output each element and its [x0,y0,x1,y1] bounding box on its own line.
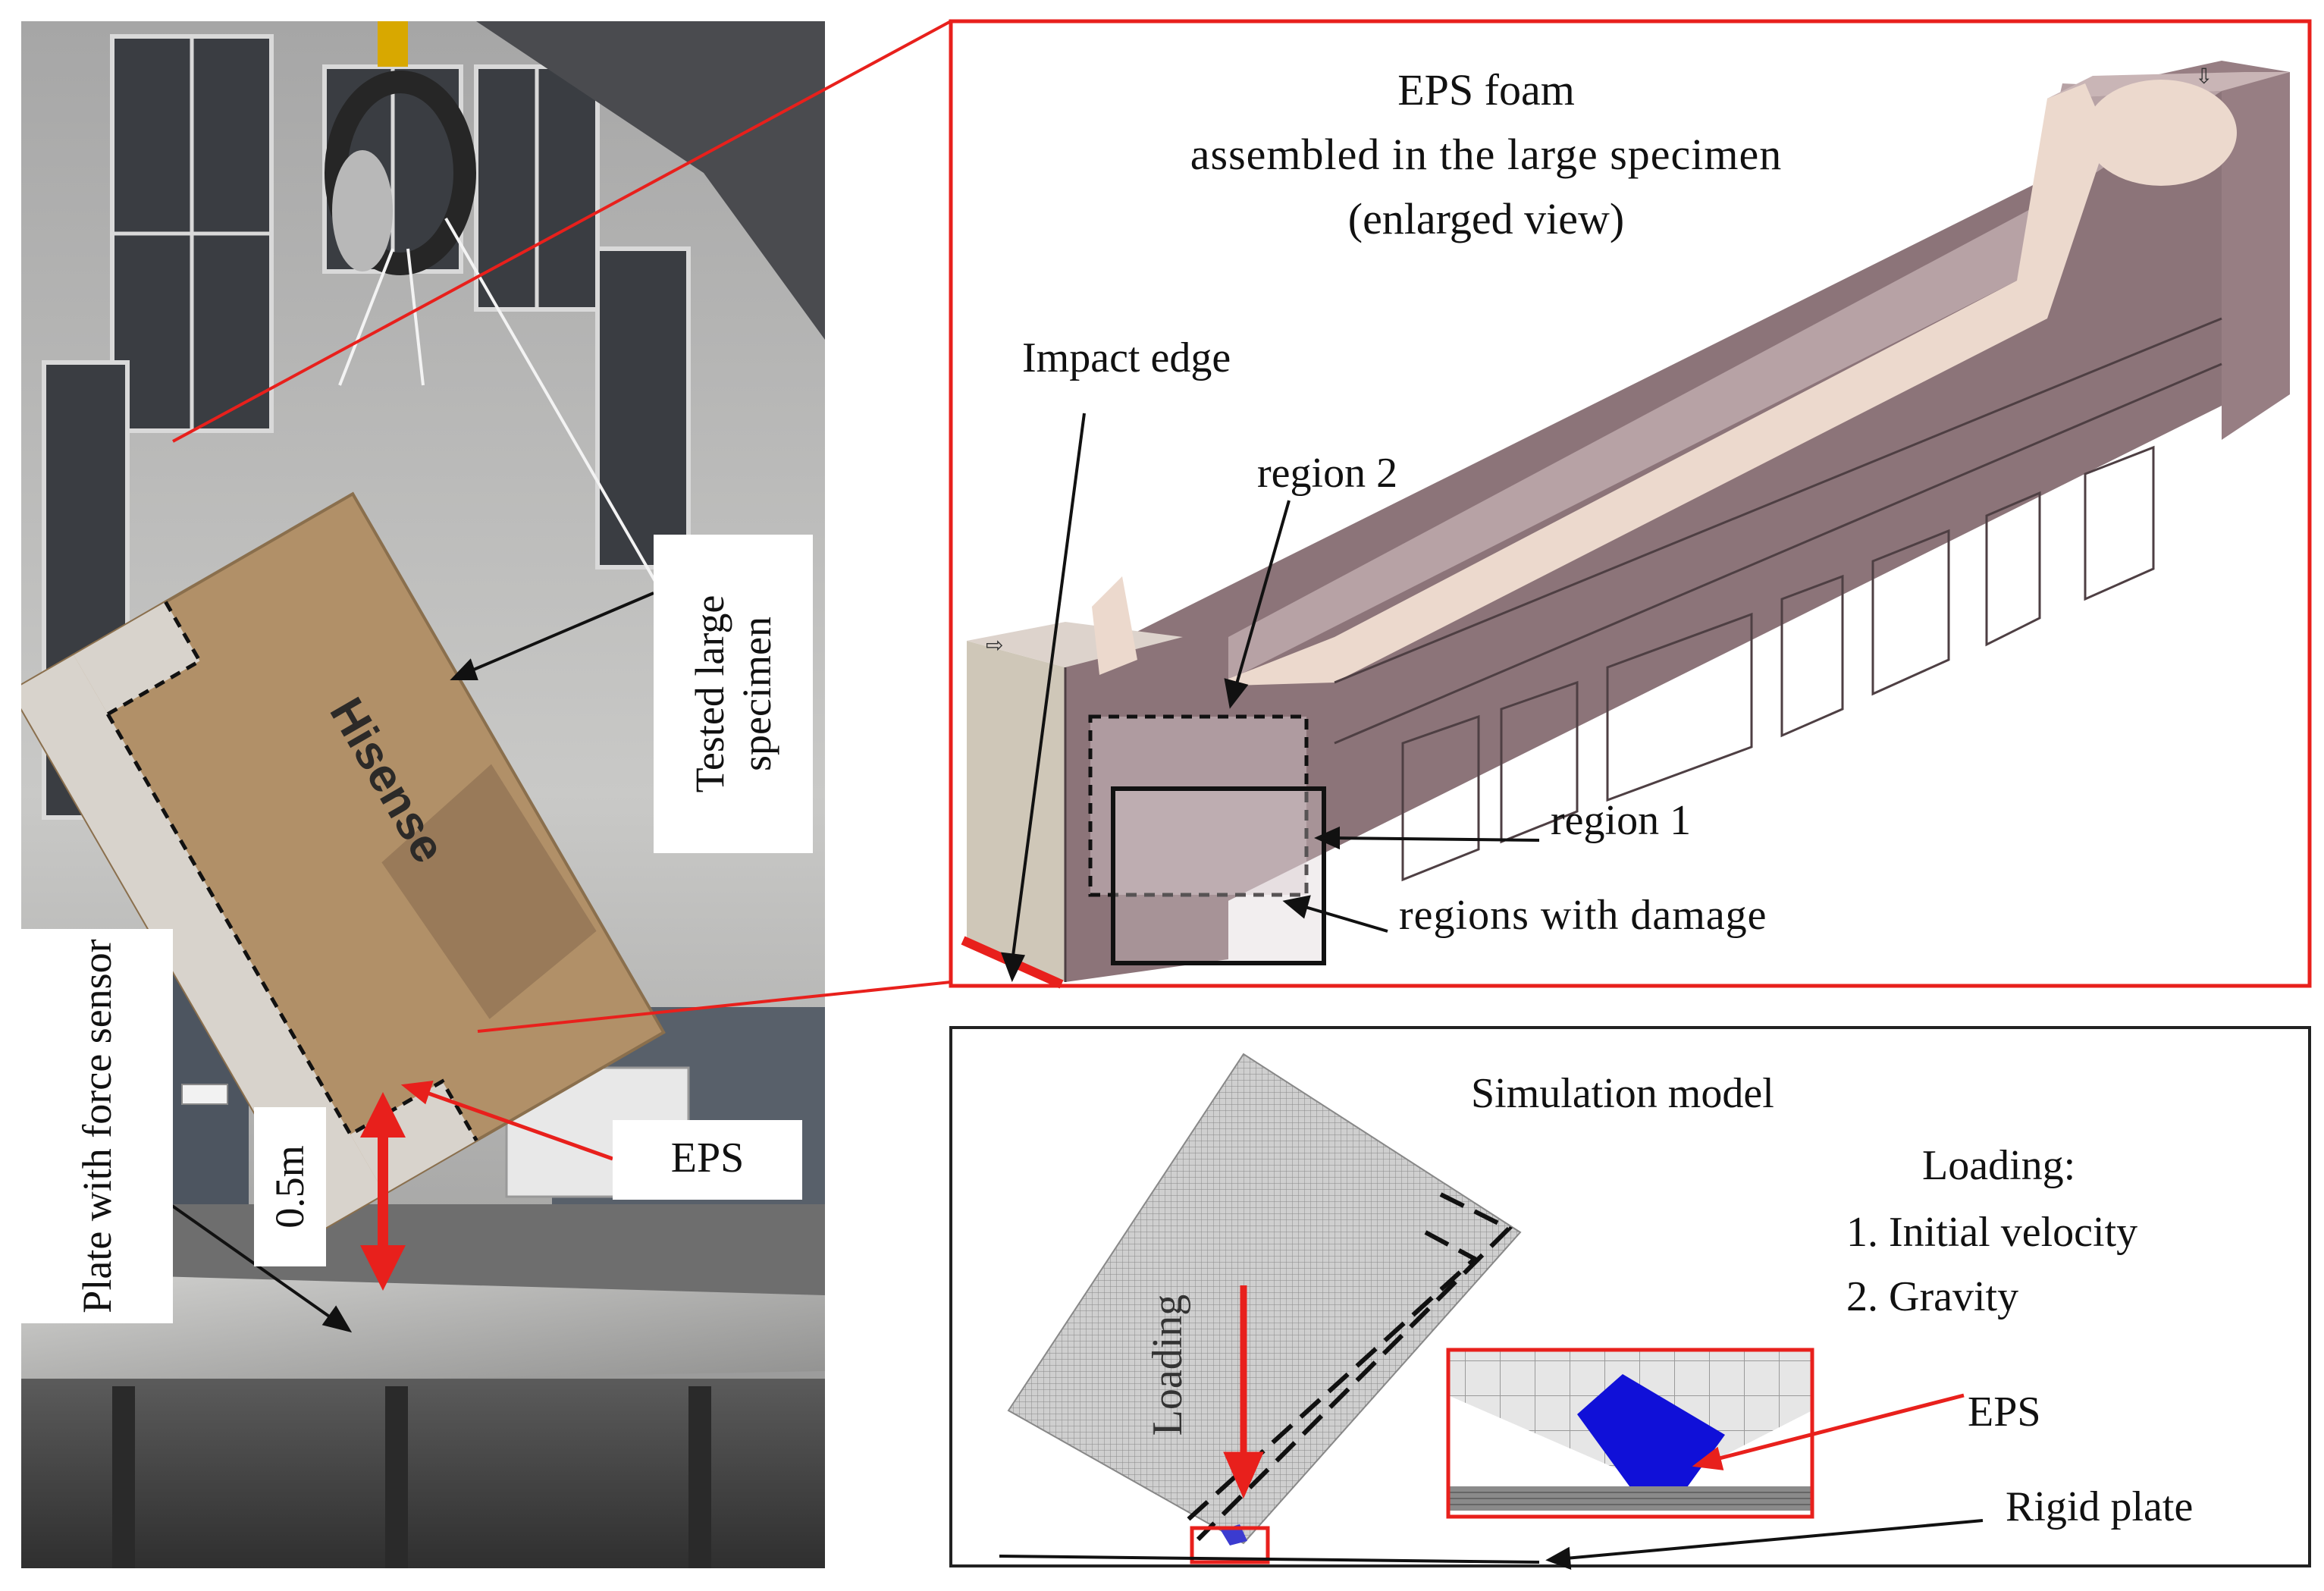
svg-text:⇨: ⇨ [986,632,1003,657]
drop-height-arrow [360,1092,406,1291]
tested-specimen-label-box: Tested large specimen [654,535,813,853]
loading-arrow-label: Loading [1144,1294,1191,1436]
simulation-frame [949,1026,2311,1567]
region2-label: region 2 [1257,450,1398,497]
plate-sensor-label-box: Plate with force sensor [21,929,173,1323]
region-1-outline [1111,786,1326,965]
tested-specimen-label: Tested large specimen [687,595,779,793]
region-2-outline [1088,714,1309,897]
simulation-title: Simulation model [1471,1070,1774,1117]
eps-zoom-inset [1446,1348,1814,1519]
simulation-mesh [999,1053,1540,1564]
sim-eps-label: EPS [1968,1389,2041,1436]
loading-item-2: 2. Gravity [1846,1273,2019,1320]
svg-text:⇩: ⇩ [2195,64,2213,89]
loading-heading: Loading: [1922,1142,2076,1189]
region1-label: region 1 [1551,797,1692,844]
drop-height-label: 0.5m [267,1145,312,1229]
impact-edge-label: Impact edge [1022,334,1231,381]
enlarged-title-line2: assembled in the large specimen [1190,130,1783,179]
loading-item-1: 1. Initial velocity [1846,1209,2138,1256]
loading-arrow-label-wrap: Loading [1130,1259,1206,1471]
enlarged-title-line3: (enlarged view) [1347,194,1625,243]
damage-label: regions with damage [1399,892,1767,939]
eps-photo-label-box: EPS [613,1120,802,1200]
rigid-plate-label: Rigid plate [2006,1483,2194,1530]
plate-sensor-label: Plate with force sensor [74,939,120,1313]
drop-height-label-box: 0.5m [254,1107,326,1266]
eps-photo-label: EPS [670,1134,745,1181]
enlarged-title-line1: EPS foam [1397,65,1575,115]
enlarged-view-frame [949,19,2312,988]
